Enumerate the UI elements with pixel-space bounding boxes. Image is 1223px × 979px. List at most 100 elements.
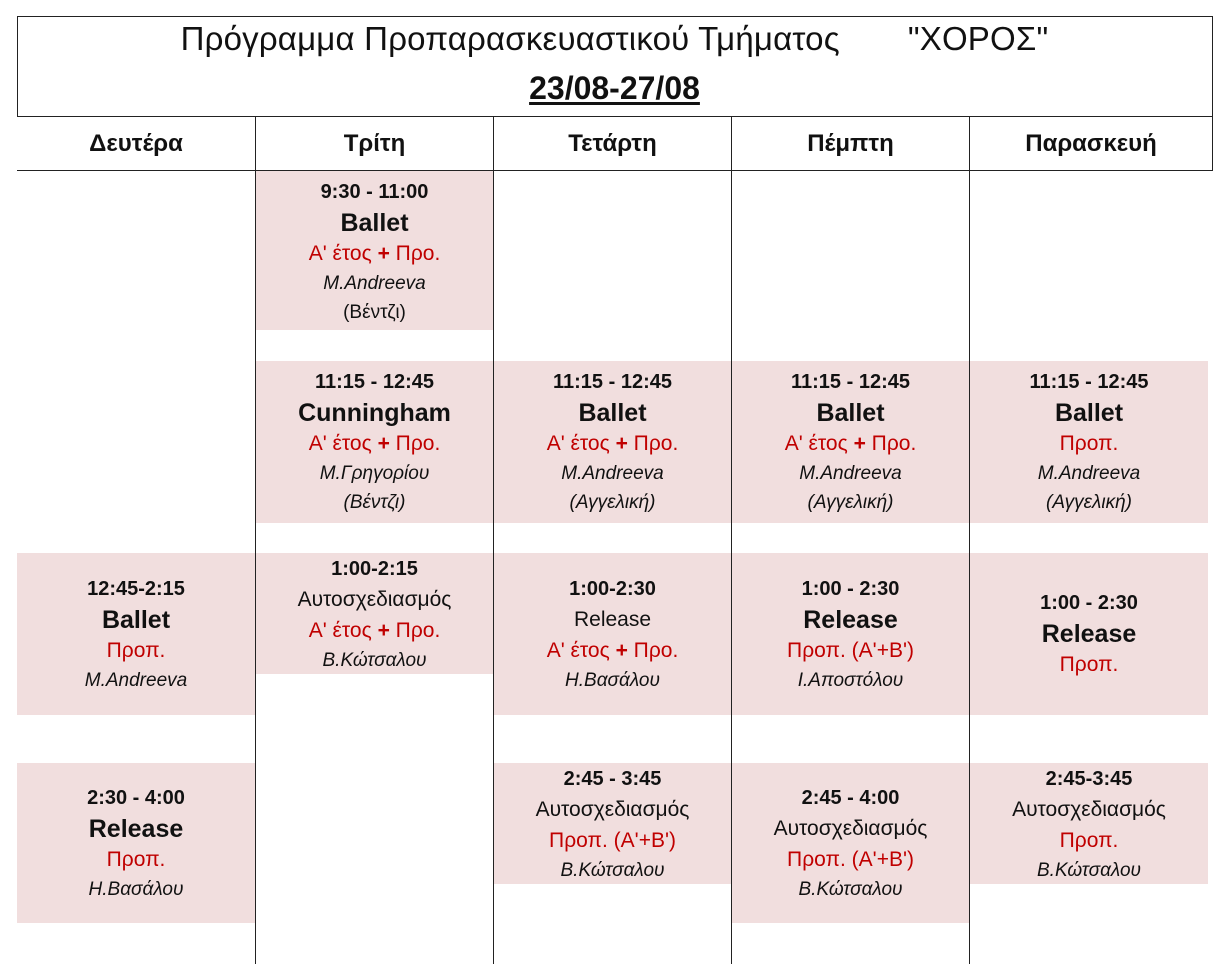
border-top	[17, 16, 1213, 17]
level-text: Α' έτος	[308, 432, 378, 455]
class-name: Release	[803, 605, 898, 634]
class-block-tue-1: 9:30 - 11:00 Ballet Α' έτος + Προ. M.And…	[256, 171, 493, 330]
class-teacher: Β.Κώτσαλου	[798, 878, 903, 900]
class-teacher: Η.Βασάλου	[565, 669, 660, 691]
class-block-fri-2: 1:00 - 2:30 Release Προπ.	[970, 553, 1208, 715]
level-plus: +	[615, 432, 628, 455]
class-block-thu-2: 1:00 - 2:30 Release Προπ. (Α'+Β') Ι.Αποσ…	[732, 553, 969, 715]
class-level: Προπ. (Α'+Β')	[787, 638, 914, 662]
class-name: Ballet	[101, 605, 171, 634]
class-block-thu-3: 2:45 - 4:00 Αυτοσχεδιασμός Προπ. (Α'+Β')…	[732, 763, 969, 923]
level-text: Α' έτος	[784, 432, 854, 455]
class-time: 1:00-2:30	[569, 577, 656, 600]
day-header-wednesday: Τετάρτη	[568, 130, 657, 157]
level-text: Α' έτος	[308, 619, 378, 642]
date-range: 23/08-27/08	[17, 70, 1212, 107]
class-room: (Αγγελική)	[1046, 492, 1132, 513]
date-range-text: 23/08-27/08	[529, 70, 700, 106]
column-divider-4	[969, 116, 970, 964]
class-name: Ballet	[1054, 399, 1124, 427]
class-name: Αυτοσχεδιασμός	[535, 798, 690, 821]
class-time: 2:30 - 4:00	[87, 786, 185, 809]
day-header-monday: Δευτέρα	[89, 130, 183, 157]
class-time: 9:30 - 11:00	[320, 181, 429, 203]
class-teacher: M.Andreeva	[323, 273, 426, 294]
level-plus: +	[377, 432, 390, 455]
class-name: Αυτοσχεδιασμός	[1012, 798, 1166, 821]
class-name: Release	[573, 607, 652, 631]
class-teacher: M.Andreeva	[1037, 463, 1141, 484]
class-teacher: Η.Βασάλου	[88, 878, 184, 900]
class-room: (Αγγελική)	[569, 492, 656, 513]
class-teacher: Μ.Γρηγορίου	[319, 463, 430, 484]
level-text: Προ.	[627, 638, 679, 662]
level-text: Α' έτος	[546, 432, 616, 455]
level-plus: +	[377, 242, 390, 265]
class-block-wed-1: 11:15 - 12:45 Ballet Α' έτος + Προ. M.An…	[494, 361, 731, 523]
class-block-mon-2: 2:30 - 4:00 Release Προπ. Η.Βασάλου	[17, 763, 255, 923]
class-level: Α' έτος + Προ.	[785, 429, 917, 459]
header-divider	[17, 170, 1213, 171]
class-level: Προπ. (Α'+Β')	[549, 829, 676, 852]
level-plus: +	[377, 619, 390, 642]
class-teacher: M.Andreeva	[561, 463, 664, 484]
class-level: Α' έτος + Προ.	[309, 616, 441, 646]
class-teacher: M.Andreeva	[799, 463, 902, 484]
class-room: (Βέντζι)	[343, 302, 406, 323]
column-divider-2	[493, 116, 494, 964]
class-block-tue-2: 11:15 - 12:45 Cunningham Α' έτος + Προ. …	[256, 361, 493, 523]
class-time: 2:45 - 4:00	[801, 786, 900, 809]
class-teacher: Β.Κώτσαλου	[322, 650, 427, 671]
day-header-thursday: Πέμπτη	[807, 130, 894, 157]
title-text: Πρόγραμμα Προπαρασκευαστικού Τμήματος	[180, 20, 840, 57]
class-name: Release	[1041, 620, 1137, 648]
level-text: Α' έτος	[308, 242, 378, 265]
class-teacher: Β.Κώτσαλου	[560, 860, 665, 881]
day-header-tuesday: Τρίτη	[343, 130, 406, 157]
class-name: Ballet	[816, 399, 885, 427]
level-plus: +	[615, 638, 628, 662]
class-name: Αυτοσχεδιασμός	[773, 816, 928, 840]
class-block-mon-1: 12:45-2:15 Ballet Προπ. M.Andreeva	[17, 553, 255, 715]
class-block-fri-3: 2:45-3:45 Αυτοσχεδιασμός Προπ. Β.Κώτσαλο…	[970, 763, 1208, 884]
column-divider-1	[255, 116, 256, 964]
level-text: Προ.	[627, 432, 679, 455]
level-text: Προ.	[865, 432, 917, 455]
class-time: 2:45 - 3:45	[563, 768, 662, 790]
class-time: 2:45-3:45	[1045, 768, 1133, 790]
page-title: Πρόγραμμα Προπαρασκευαστικού Τμήματος "ΧΟ…	[17, 16, 1212, 116]
title-department: "ΧΟΡΟΣ"	[907, 20, 1049, 57]
class-block-thu-1: 11:15 - 12:45 Ballet Α' έτος + Προ. M.An…	[732, 361, 969, 523]
class-room: (Αγγελική)	[807, 492, 894, 513]
class-level: Α' έτος + Προ.	[547, 636, 679, 666]
class-room: (Βέντζι)	[343, 492, 406, 513]
title-line: Πρόγραμμα Προπαρασκευαστικού Τμήματος "ΧΟ…	[17, 20, 1212, 58]
class-name: Release	[88, 814, 184, 843]
class-time: 1:00-2:15	[331, 558, 418, 580]
class-teacher: M.Andreeva	[84, 669, 188, 691]
level-text: Α' έτος	[546, 638, 616, 662]
class-block-fri-1: 11:15 - 12:45 Ballet Προπ. M.Andreeva (Α…	[970, 361, 1208, 523]
class-level: Προπ.	[1059, 653, 1119, 676]
class-level: Προπ.	[106, 638, 166, 662]
class-level: Προπ.	[1059, 829, 1119, 852]
day-header-friday: Παρασκευή	[1025, 130, 1157, 157]
class-block-wed-3: 2:45 - 3:45 Αυτοσχεδιασμός Προπ. (Α'+Β')…	[494, 763, 731, 884]
column-divider-3	[731, 116, 732, 964]
class-level: Προπ.	[106, 847, 166, 871]
class-name: Ballet	[340, 209, 409, 237]
class-time: 1:00 - 2:30	[1040, 592, 1138, 614]
class-level: Α' έτος + Προ.	[309, 429, 441, 459]
class-time: 11:15 - 12:45	[791, 371, 910, 393]
class-name: Cunningham	[298, 399, 451, 427]
class-time: 12:45-2:15	[87, 577, 185, 600]
class-level: Α' έτος + Προ.	[309, 239, 441, 269]
class-level: Προπ.	[1059, 432, 1119, 455]
class-block-wed-2: 1:00-2:30 Release Α' έτος + Προ. Η.Βασάλ…	[494, 553, 731, 715]
class-time: 1:00 - 2:30	[801, 577, 900, 600]
class-level: Προπ. (Α'+Β')	[787, 847, 914, 871]
class-time: 11:15 - 12:45	[1029, 371, 1149, 393]
class-teacher: Ι.Αποστόλου	[797, 669, 904, 691]
level-plus: +	[853, 432, 866, 455]
title-divider	[17, 116, 1213, 117]
